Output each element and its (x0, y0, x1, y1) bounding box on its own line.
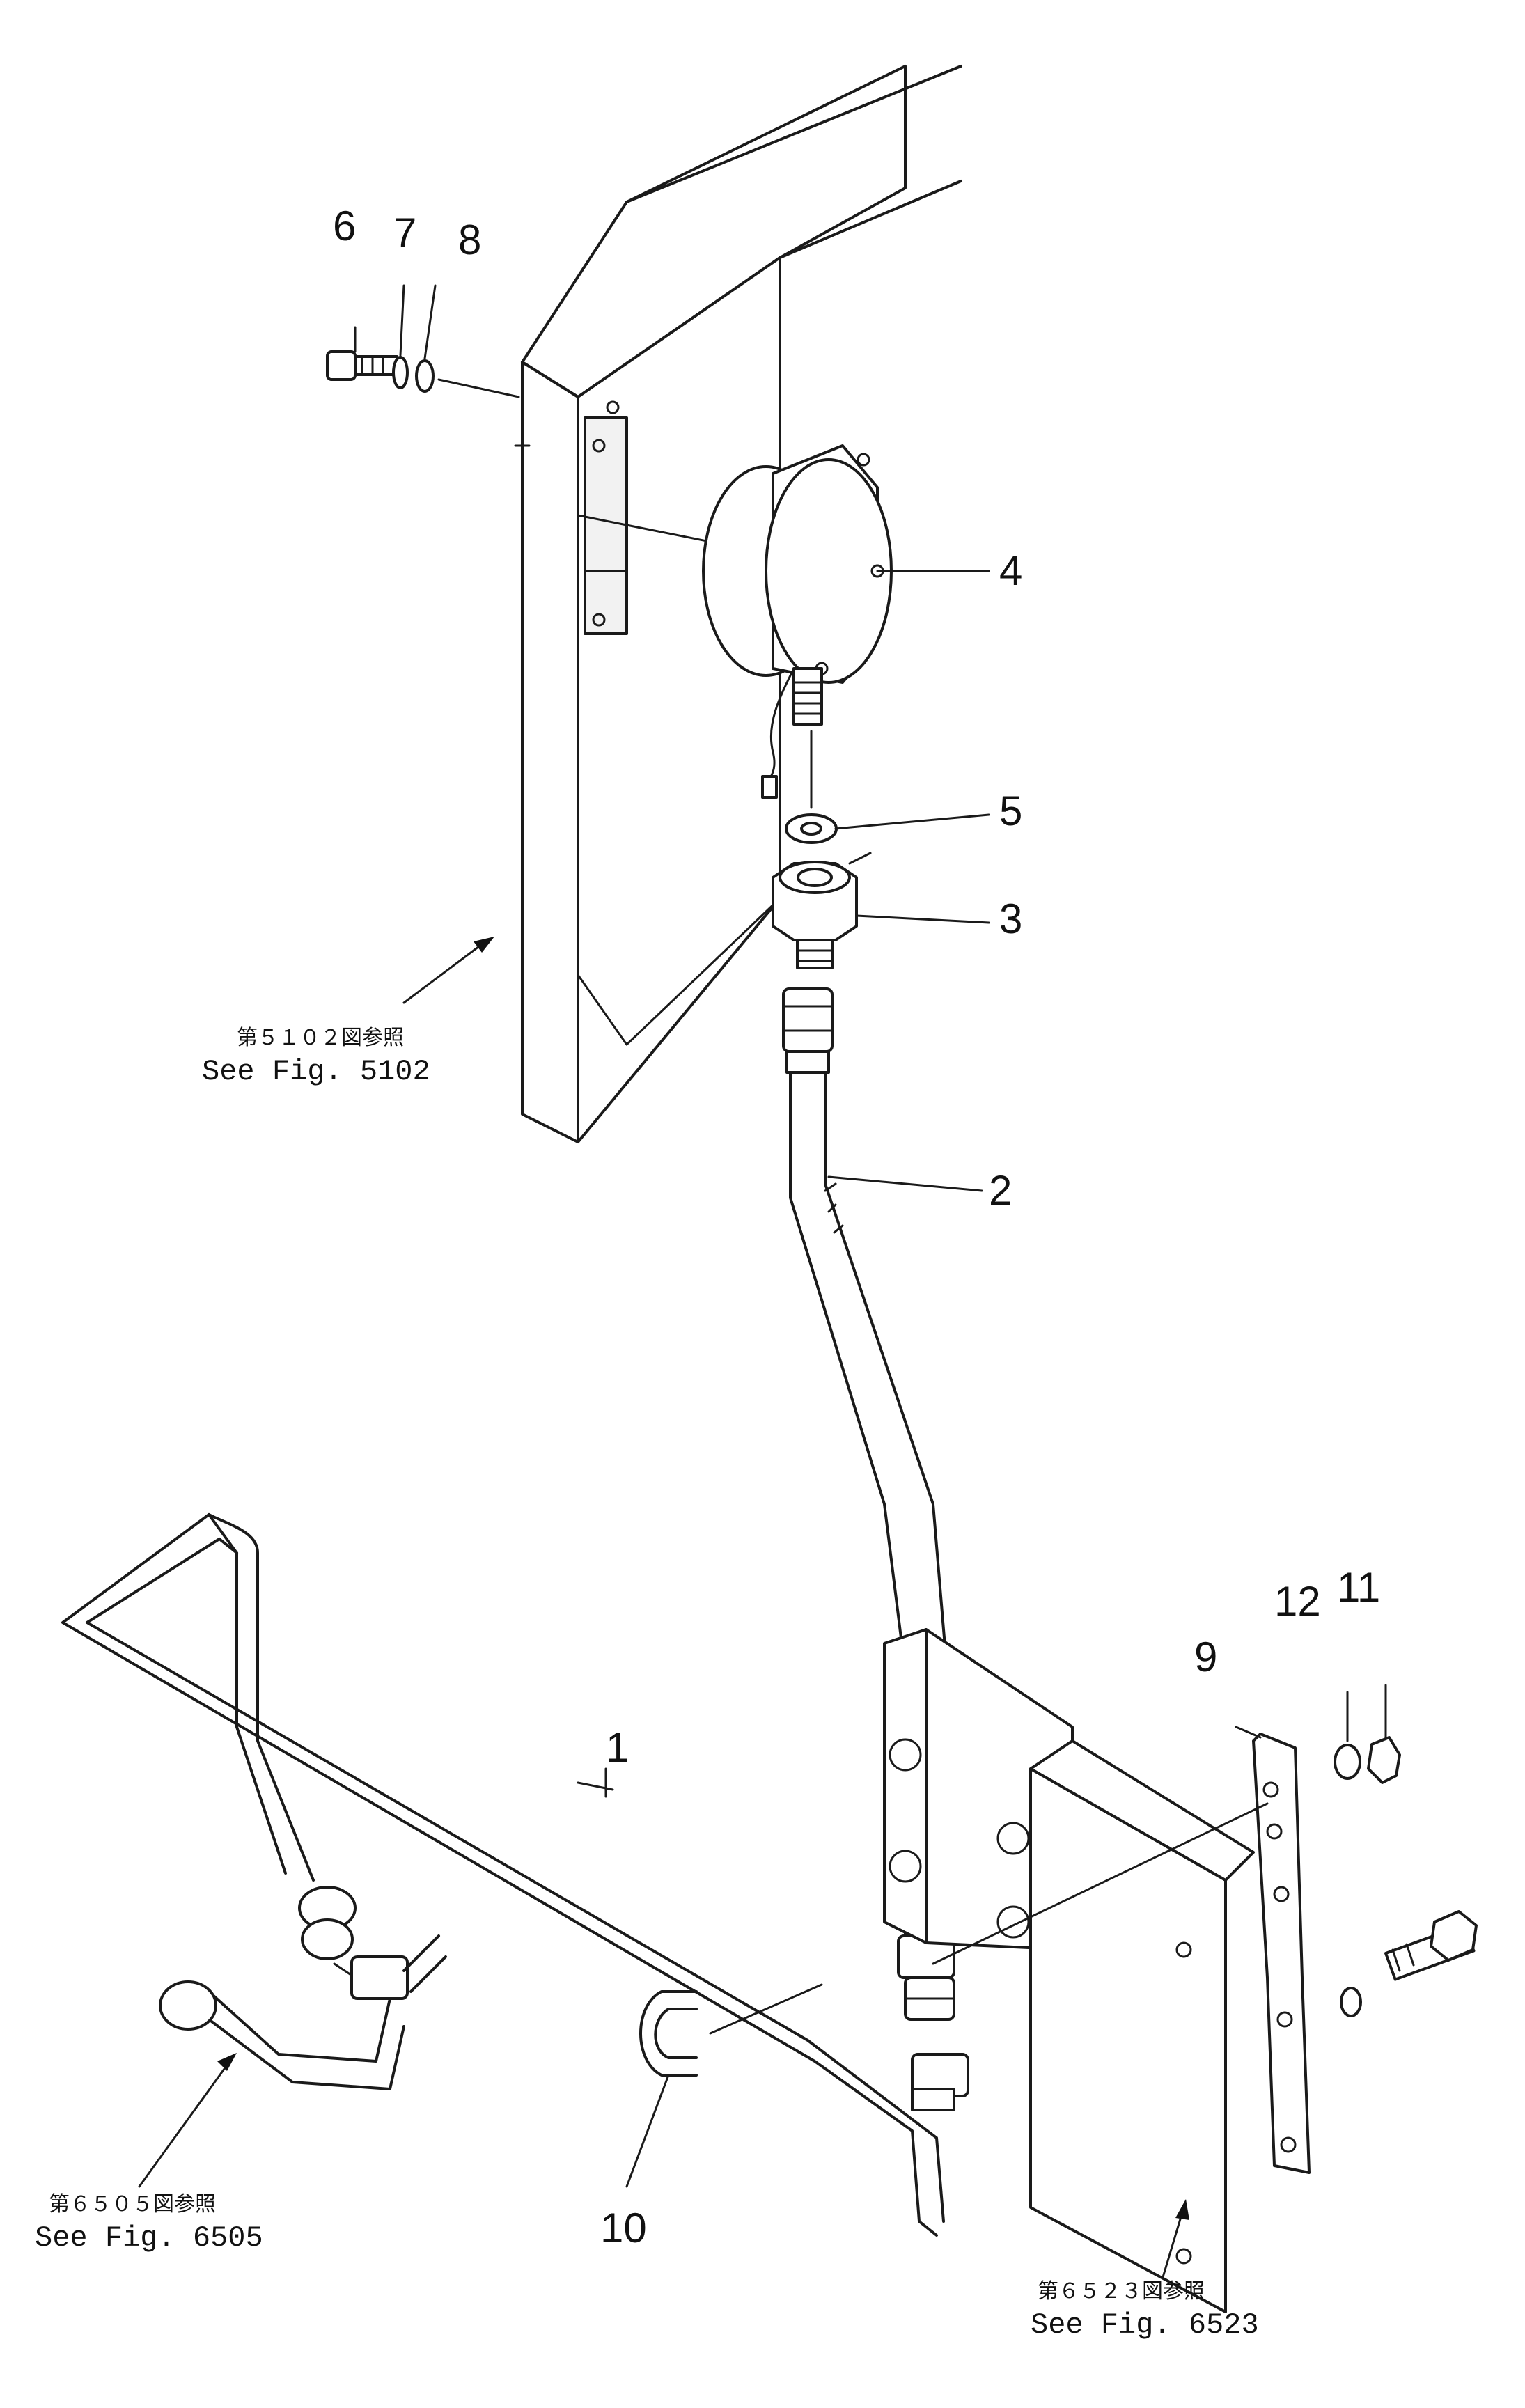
reference-notes: 第５１０２図参照 See Fig. 5102 第６５０５図参照 See Fig.… (35, 1026, 1259, 2342)
ref-6505-en: See Fig. 6505 (35, 2221, 263, 2255)
label-6: 6 (333, 203, 356, 249)
u-clip-10 (639, 1990, 698, 2077)
ref-6523-jp: 第６５２３図参照 (1038, 2279, 1205, 2304)
label-2: 2 (989, 1167, 1012, 1214)
plate-9 (932, 1733, 1311, 2174)
label-8: 8 (458, 217, 481, 263)
ref-5102-jp: 第５１０２図参照 (237, 1026, 404, 1050)
label-4: 4 (999, 547, 1022, 594)
nut-11 (1367, 1736, 1401, 1784)
label-5: 5 (999, 788, 1022, 834)
label-7: 7 (393, 210, 416, 256)
u-clip-10-guide (709, 1983, 823, 2035)
label-1: 1 (606, 1724, 629, 1771)
ref-6505-jp: 第６５０５図参照 (49, 2192, 216, 2217)
pipe-1 (61, 1513, 969, 2237)
leader-lines (138, 284, 1387, 2278)
washer-5-hole (800, 822, 822, 836)
washer-12 (1334, 1744, 1361, 1780)
u-clip-10-inner (654, 2008, 698, 2059)
ref-6523-en: See Fig. 6523 (1031, 2308, 1259, 2342)
bolt-right (1340, 1910, 1478, 2017)
part-labels: 6 7 8 4 5 3 2 1 9 12 11 10 (333, 203, 1380, 2251)
ref-5102-en: See Fig. 5102 (202, 1055, 430, 1088)
label-10: 10 (600, 2205, 647, 2251)
label-12: 12 (1274, 1578, 1321, 1625)
gauge-4 (577, 444, 893, 809)
panel-structure (521, 65, 962, 1143)
label-3: 3 (999, 896, 1022, 942)
label-9: 9 (1194, 1634, 1217, 1680)
adapter-3 (772, 852, 872, 969)
label-11: 11 (1337, 1564, 1380, 1611)
mount-bracket (883, 1628, 1255, 2313)
ref-pipe-6505 (159, 1934, 447, 2090)
bolt-6-washers (326, 350, 520, 398)
